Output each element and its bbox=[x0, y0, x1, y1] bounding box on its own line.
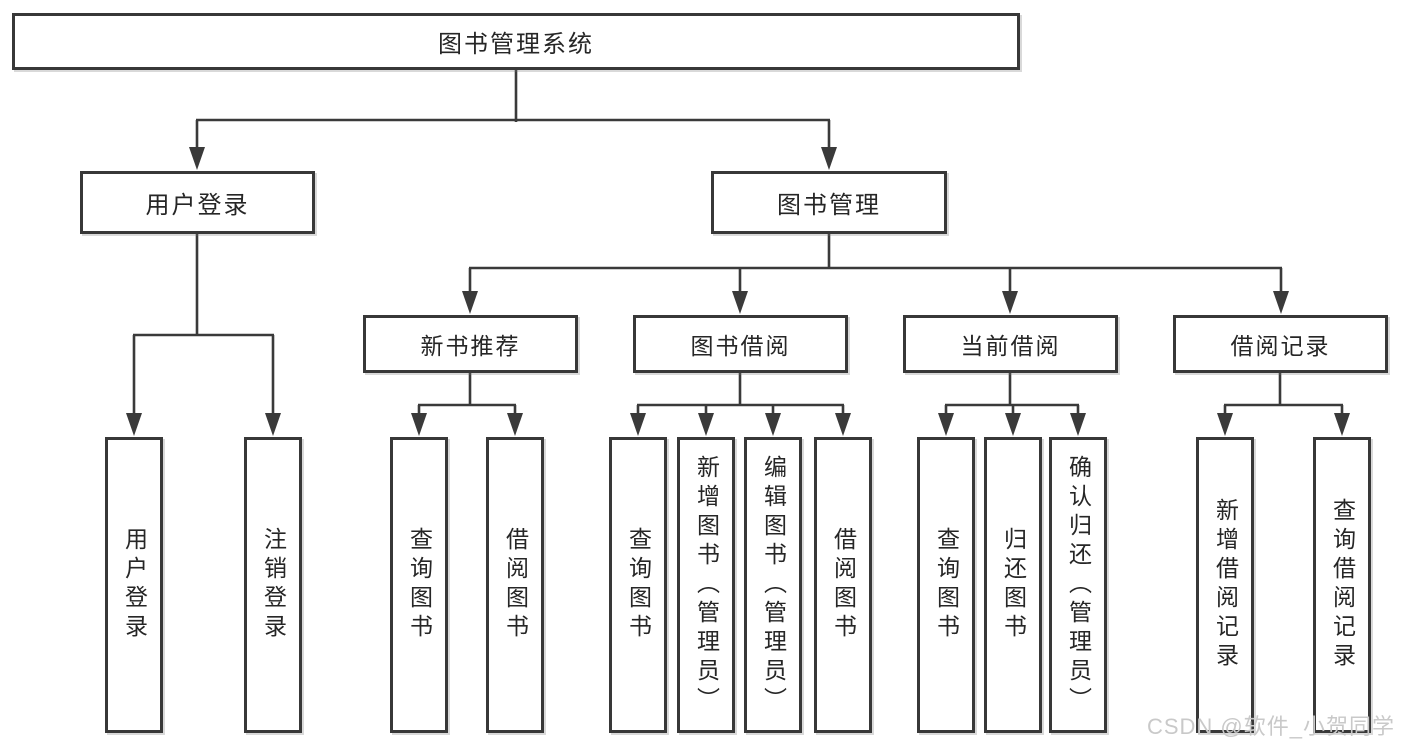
node-book-borrow-label: 图书借阅 bbox=[690, 333, 791, 359]
leaf-query-books-recommend: 查询图书 bbox=[390, 437, 448, 733]
leaf-query-books-current: 查询图书 bbox=[917, 437, 975, 733]
node-book-mgmt-label: 图书管理 bbox=[777, 192, 881, 219]
leaf-add-borrow-record-label: 新增借阅记录 bbox=[1212, 498, 1239, 672]
leaf-user-login-label: 用户登录 bbox=[121, 527, 148, 643]
node-root-label: 图书管理系统 bbox=[438, 31, 594, 58]
node-book-borrow: 图书借阅 bbox=[633, 315, 848, 373]
leaf-return-book: 归还图书 bbox=[984, 437, 1042, 733]
leaf-query-books-current-label: 查询图书 bbox=[933, 527, 960, 643]
leaf-confirm-return-admin-label: 确认归还（管理员） bbox=[1065, 454, 1092, 716]
leaf-user-login: 用户登录 bbox=[105, 437, 163, 733]
leaf-edit-book-admin: 编辑图书（管理员） bbox=[744, 437, 802, 733]
leaf-add-borrow-record: 新增借阅记录 bbox=[1196, 437, 1254, 733]
arrowheads bbox=[126, 147, 1350, 436]
leaf-borrow-books-recommend-label: 借阅图书 bbox=[502, 527, 529, 643]
leaf-confirm-return-admin: 确认归还（管理员） bbox=[1049, 437, 1107, 733]
node-borrow-records: 借阅记录 bbox=[1173, 315, 1388, 373]
leaf-query-borrow-record-label: 查询借阅记录 bbox=[1329, 498, 1356, 672]
leaf-borrow-books: 借阅图书 bbox=[814, 437, 872, 733]
node-book-mgmt: 图书管理 bbox=[711, 171, 947, 234]
leaf-query-books-borrow: 查询图书 bbox=[609, 437, 667, 733]
node-new-book-recommend: 新书推荐 bbox=[363, 315, 578, 373]
leaf-query-borrow-record: 查询借阅记录 bbox=[1313, 437, 1371, 733]
leaf-query-books-borrow-label: 查询图书 bbox=[625, 527, 652, 643]
node-borrow-records-label: 借阅记录 bbox=[1230, 333, 1331, 359]
leaf-query-books-recommend-label: 查询图书 bbox=[406, 527, 433, 643]
leaf-add-book-admin-label: 新增图书（管理员） bbox=[693, 454, 720, 716]
leaf-edit-book-admin-label: 编辑图书（管理员） bbox=[760, 454, 787, 716]
node-new-book-recommend-label: 新书推荐 bbox=[420, 333, 521, 359]
leaf-borrow-books-label: 借阅图书 bbox=[830, 527, 857, 643]
leaf-add-book-admin: 新增图书（管理员） bbox=[677, 437, 735, 733]
node-user-login: 用户登录 bbox=[80, 171, 315, 234]
leaf-logout-login: 注销登录 bbox=[244, 437, 302, 733]
leaf-return-book-label: 归还图书 bbox=[1000, 527, 1027, 643]
node-root: 图书管理系统 bbox=[12, 13, 1020, 70]
node-user-login-label: 用户登录 bbox=[145, 192, 250, 219]
node-current-borrow: 当前借阅 bbox=[903, 315, 1118, 373]
leaf-logout-login-label: 注销登录 bbox=[260, 527, 287, 643]
leaf-borrow-books-recommend: 借阅图书 bbox=[486, 437, 544, 733]
node-current-borrow-label: 当前借阅 bbox=[960, 333, 1061, 359]
